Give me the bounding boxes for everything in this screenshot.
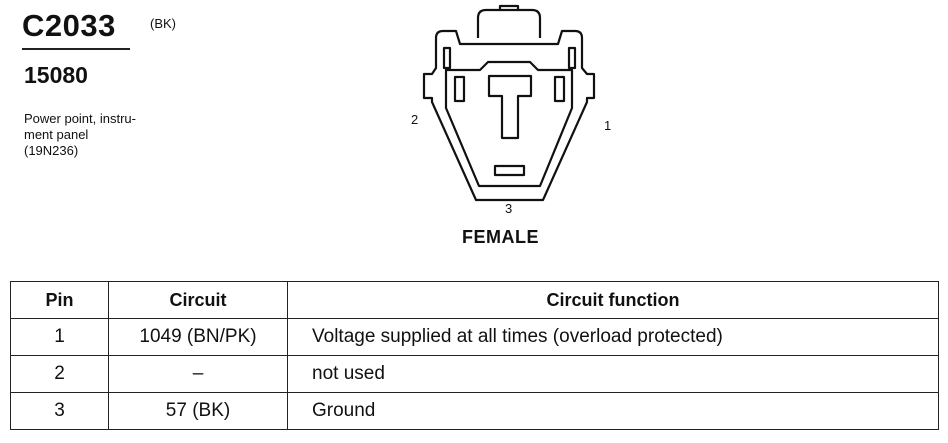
connector-description: Power point, instru- ment panel (19N236): [24, 111, 194, 159]
connector-gender: FEMALE: [462, 227, 539, 247]
connector-id: C2033: [22, 8, 116, 43]
circuit-function-cell: Voltage supplied at all times (overload …: [287, 318, 939, 356]
description-line: (19N236): [24, 143, 79, 158]
description-line: ment panel: [24, 127, 89, 142]
circuit-cell: –: [108, 355, 288, 393]
part-number: 15080: [24, 62, 88, 88]
pinout-table: Pin Circuit Circuit function 1 1049 (BN/…: [10, 281, 939, 430]
circuit-cell: 57 (BK): [108, 392, 288, 430]
description-line: Power point, instru-: [24, 111, 136, 126]
pin-3-label: 3: [505, 201, 513, 216]
pin-cell: 1: [10, 318, 109, 356]
pin-1-label: 1: [604, 118, 612, 133]
column-header-circuit: Circuit: [108, 281, 288, 319]
pin-cell: 2: [10, 355, 109, 393]
table-header-row: Pin Circuit Circuit function: [10, 281, 939, 319]
circuit-function-cell: not used: [287, 355, 939, 393]
column-header-pin: Pin: [10, 281, 109, 319]
column-header-circuit-function: Circuit function: [287, 281, 939, 319]
circuit-cell: 1049 (BN/PK): [108, 318, 288, 356]
connector-color-code: (BK): [150, 16, 176, 31]
pin-2-label: 2: [411, 112, 419, 127]
connector-face-drawing: [422, 4, 596, 202]
pin-cell: 3: [10, 392, 109, 430]
table-row: 1 1049 (BN/PK) Voltage supplied at all t…: [10, 318, 939, 356]
circuit-function-cell: Ground: [287, 392, 939, 430]
table-row: 2 – not used: [10, 355, 939, 393]
table-row: 3 57 (BK) Ground: [10, 392, 939, 430]
title-underline: [22, 48, 130, 50]
